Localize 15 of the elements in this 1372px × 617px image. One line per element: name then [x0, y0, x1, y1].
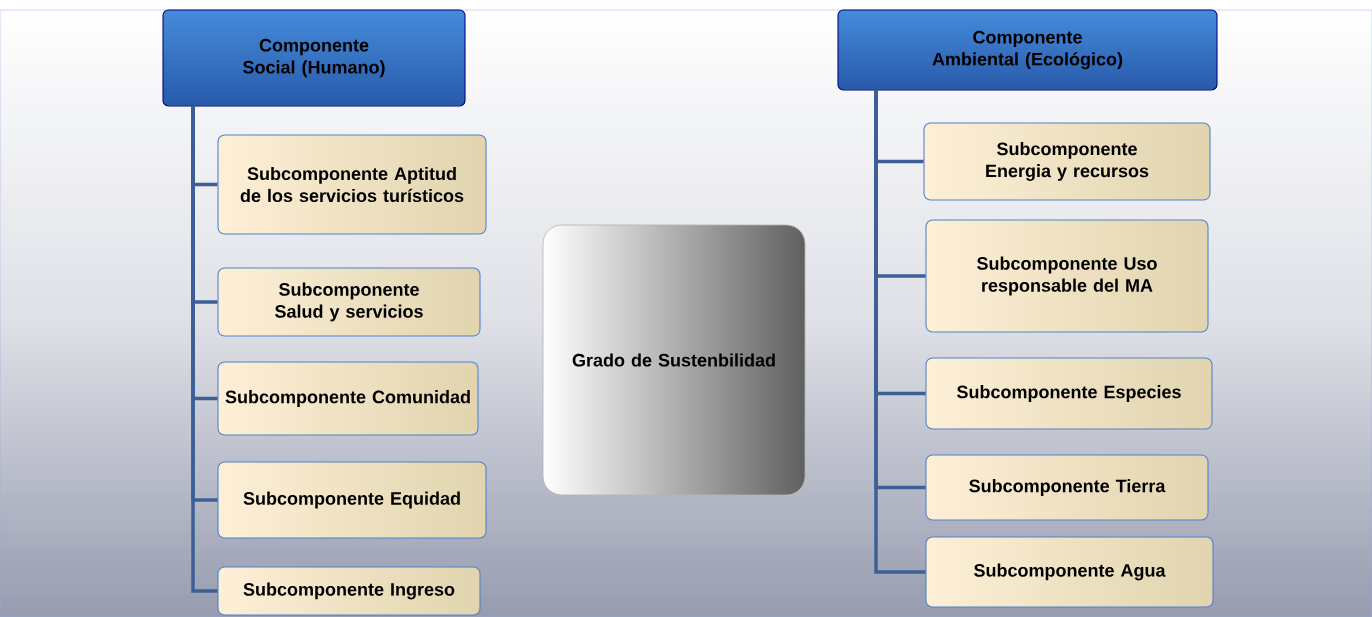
subcomponent-box: Subcomponente Agua [925, 536, 1214, 608]
head-box: Componente Ambiental (Ecológico) [837, 9, 1218, 91]
subcomponent-box: Subcomponente Aptitud de los servicios turísticos [217, 134, 487, 235]
subcomponent-box: Subcomponente Energia y recursos [923, 122, 1211, 201]
subcomponent-box: Subcomponente Uso responsable del MA [925, 219, 1209, 333]
connector-line [191, 106, 218, 593]
subcomponent-box: Subcomponente Comunidad [217, 361, 479, 436]
connector-line [874, 90, 926, 574]
subcomponent-box: Subcomponente Tierra [925, 454, 1209, 521]
subcomponent-box: Subcomponente Ingreso [217, 566, 481, 616]
subcomponent-box: Subcomponente Especies [925, 357, 1213, 430]
head-box: Componente Social (Humano) [162, 9, 466, 107]
core-box: Grado de Sustenbilidad [542, 224, 806, 496]
subcomponent-box: Subcomponente Equidad [217, 461, 487, 539]
subcomponent-box: Subcomponente Salud y servicios [217, 267, 481, 337]
